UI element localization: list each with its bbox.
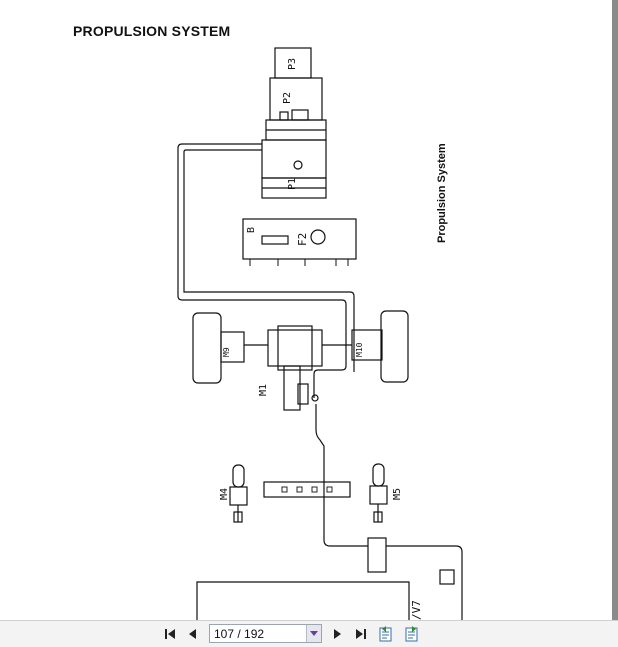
previous-page-icon: [189, 629, 196, 639]
previous-page-button[interactable]: [184, 625, 202, 643]
go-back-view-button[interactable]: [378, 625, 396, 643]
next-page-icon: [334, 629, 341, 639]
first-page-icon: [165, 629, 175, 639]
propulsion-diagram: P3 P2 P1 F2 B M9 M10 M1 M4 M5 /V7: [177, 47, 463, 620]
go-forward-view-icon: [405, 626, 418, 642]
go-forward-view-button[interactable]: [402, 625, 420, 643]
page-number-input[interactable]: [210, 625, 306, 642]
label-m4: M4: [219, 488, 230, 500]
label-m5: M5: [392, 488, 403, 500]
last-page-button[interactable]: [352, 625, 370, 643]
label-m1: M1: [258, 384, 269, 396]
document-page: PROPULSION SYSTEM Propulsion System: [73, 23, 463, 620]
next-page-button[interactable]: [328, 625, 346, 643]
label-p2: P2: [282, 92, 293, 104]
label-f2: F2: [296, 233, 309, 246]
page-dropdown-button[interactable]: [306, 625, 321, 642]
label-p1: P1: [287, 178, 298, 190]
last-page-icon: [356, 629, 366, 639]
page-edge-shadow: [612, 0, 618, 620]
chevron-down-icon: [310, 630, 318, 636]
page-number-combo: [209, 624, 322, 643]
label-m9: M9: [222, 347, 231, 357]
page-title: PROPULSION SYSTEM: [73, 23, 231, 39]
first-page-button[interactable]: [161, 625, 179, 643]
label-m10: M10: [355, 342, 364, 357]
label-b: B: [246, 227, 257, 233]
label-v7: /V7: [410, 600, 423, 620]
label-p3: P3: [287, 58, 298, 70]
navigation-toolbar: [0, 620, 618, 647]
go-back-view-icon: [379, 626, 392, 642]
